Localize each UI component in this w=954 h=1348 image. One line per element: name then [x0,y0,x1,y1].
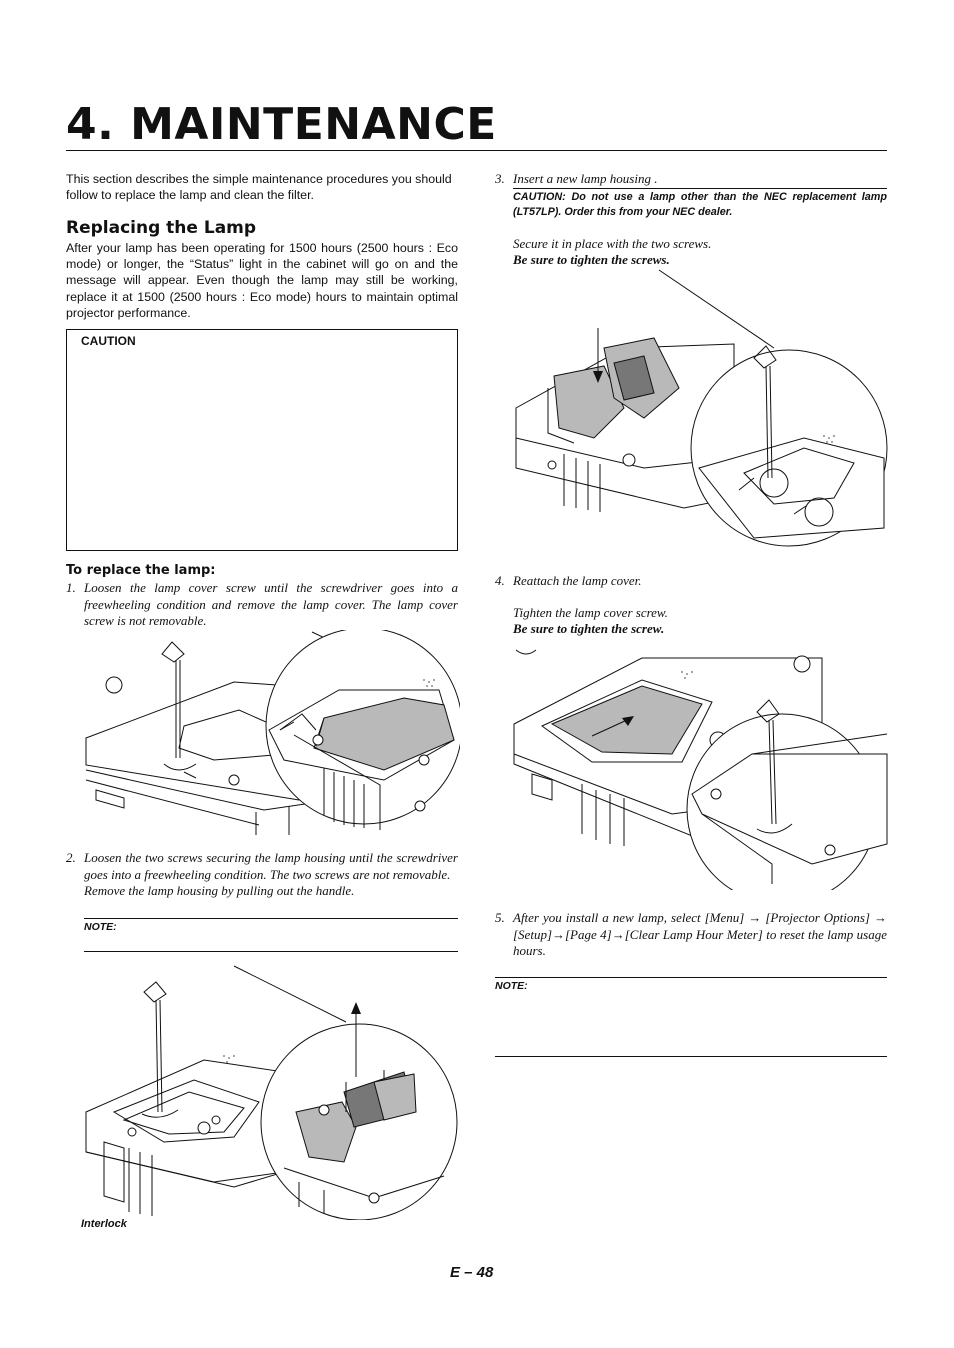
procedure-heading: To replace the lamp: [66,563,216,578]
step-1-number: 1. [66,580,76,595]
step-3-number: 3. [495,171,505,186]
step-4-tighten-cover: Tighten the lamp cover screw. [513,605,668,620]
step-1-text: Loosen the lamp cover screw until the sc… [84,580,458,628]
step-2-number: 2. [66,850,76,865]
step-3-secure: Secure it in place with the two screws. [513,236,712,251]
step-3-caution: CAUTION: Do not use a lamp other than th… [513,191,887,218]
step-4: 4. Reattach the lamp cover. [495,573,887,590]
note-2-top-rule [495,977,887,978]
page-number: E – 48 [450,1264,494,1281]
step-5-text: After you install a new lamp, select [Me… [513,910,887,958]
replacing-paragraph: After your lamp has been operating for 1… [66,241,458,320]
note-1-top-rule [84,918,458,919]
interlock-label: Interlock [81,1218,127,1230]
illustration-insert-lamp-housing [515,269,888,547]
step-4-text: Reattach the lamp cover. [513,573,642,588]
step-3-caution-rule [513,188,887,189]
step-4-tighten-screw: Be sure to tighten the screw. [513,621,665,636]
step-1: 1. Loosen the lamp cover screw until the… [66,580,458,630]
step-3-text: Insert a new lamp housing . [513,171,658,186]
step-2: 2. Loosen the two screws securing the la… [66,850,458,900]
step-2-text: Loosen the two screws securing the lamp … [84,850,458,882]
page-title: 4. MAINTENANCE [66,99,497,150]
note-2-label: NOTE: [495,980,528,992]
note-1-label: NOTE: [84,921,117,933]
note-1-bottom-rule [84,951,458,952]
intro-paragraph: This section describes the simple mainte… [66,172,452,203]
step-3-tighten: Be sure to tighten the screws. [513,252,670,267]
illustration-remove-lamp-cover [85,630,460,835]
step-4-number: 4. [495,573,505,588]
illustration-reattach-lamp-cover [513,649,888,890]
illustration-remove-lamp-housing [85,965,458,1220]
note-2-bottom-rule [495,1056,887,1057]
caution-label: CAUTION [81,334,136,348]
title-rule [66,150,887,151]
step-5-number: 5. [495,910,505,925]
caution-box: CAUTION [66,329,458,551]
replacing-heading: Replacing the Lamp [66,218,257,238]
step-3: 3. Insert a new lamp housing . [495,171,887,188]
step-5: 5. After you install a new lamp, select … [495,910,887,960]
step-2-text-b: Remove the lamp housing by pulling out t… [84,883,355,898]
